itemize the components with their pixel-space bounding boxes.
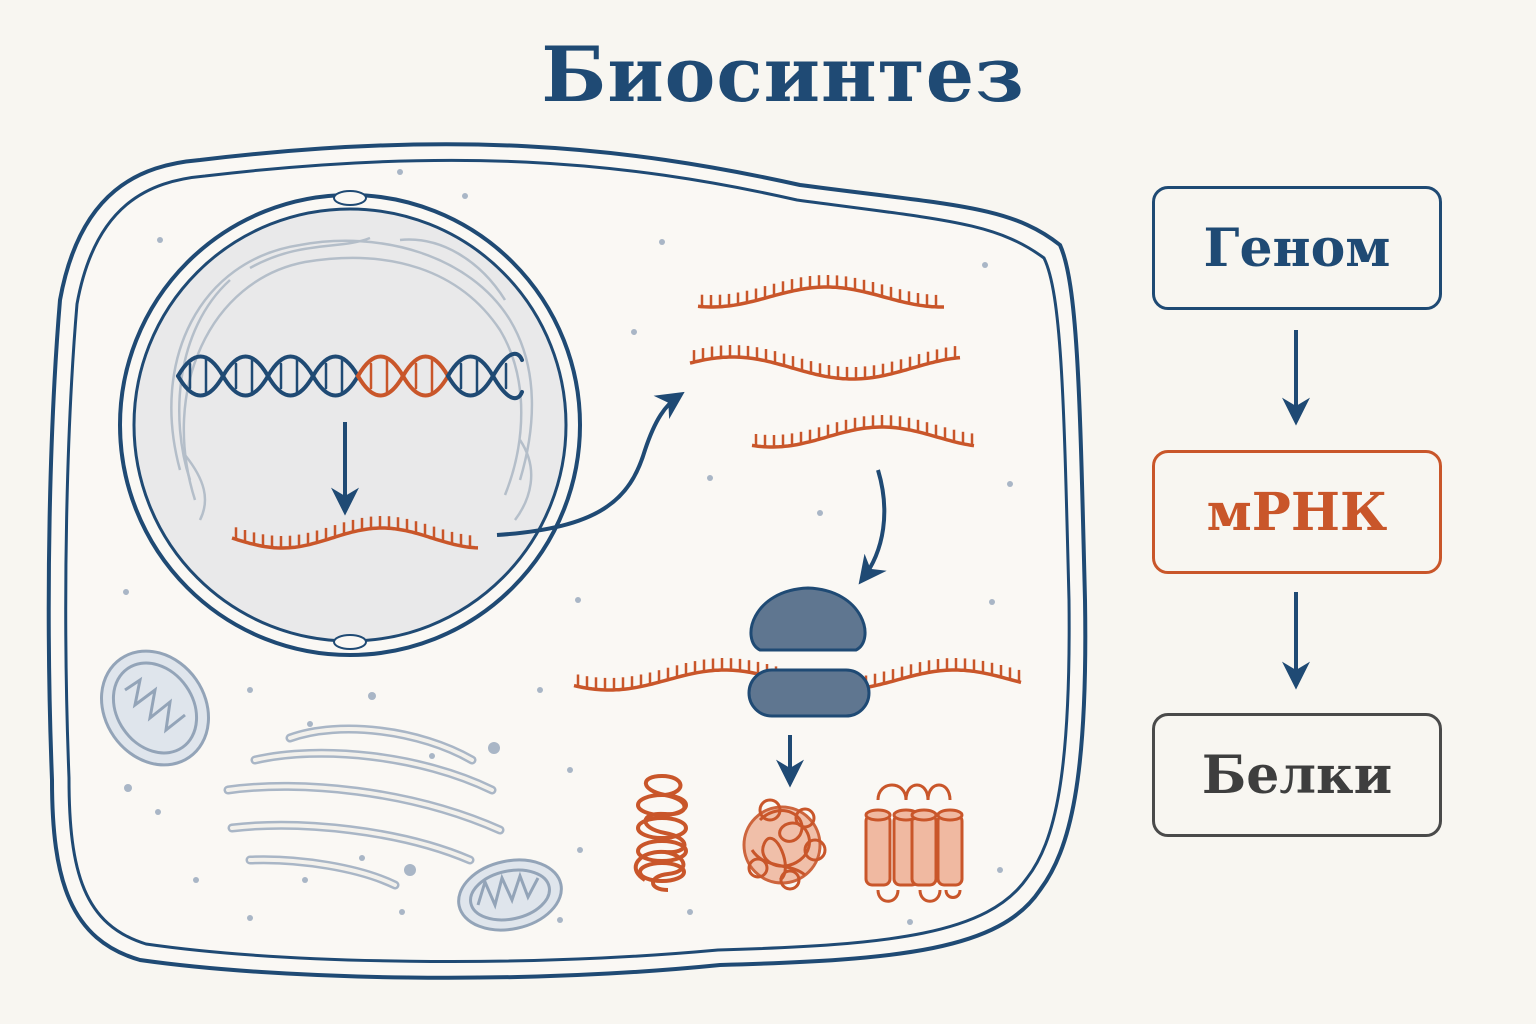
mitochondrion-icon	[457, 858, 563, 932]
export-arrow	[496, 391, 685, 537]
mrna-strand-icon	[689, 345, 961, 381]
protein-globule-icon	[742, 798, 827, 891]
mrna-strand-icon	[697, 275, 944, 309]
dna-helix-icon	[176, 351, 524, 401]
chromatin	[170, 236, 534, 521]
nucleus	[118, 190, 582, 657]
flow-box-genome: Геном	[1152, 186, 1442, 310]
mrna-strand-icon	[751, 415, 975, 449]
flow-box-mrna: мРНК	[1152, 450, 1442, 574]
protein-helix-icon	[633, 773, 688, 892]
mrna-strand-icon	[231, 516, 479, 550]
to-ribosome-arrow	[858, 469, 887, 585]
flow-box-proteins: Белки	[1152, 713, 1442, 837]
ribosome-icon	[747, 586, 871, 718]
cell-membrane-inner	[64, 158, 1071, 963]
membrane-protein-icon	[864, 783, 964, 903]
page-title: Биосинтез	[541, 30, 1025, 119]
mitochondrion-icon	[100, 649, 210, 767]
